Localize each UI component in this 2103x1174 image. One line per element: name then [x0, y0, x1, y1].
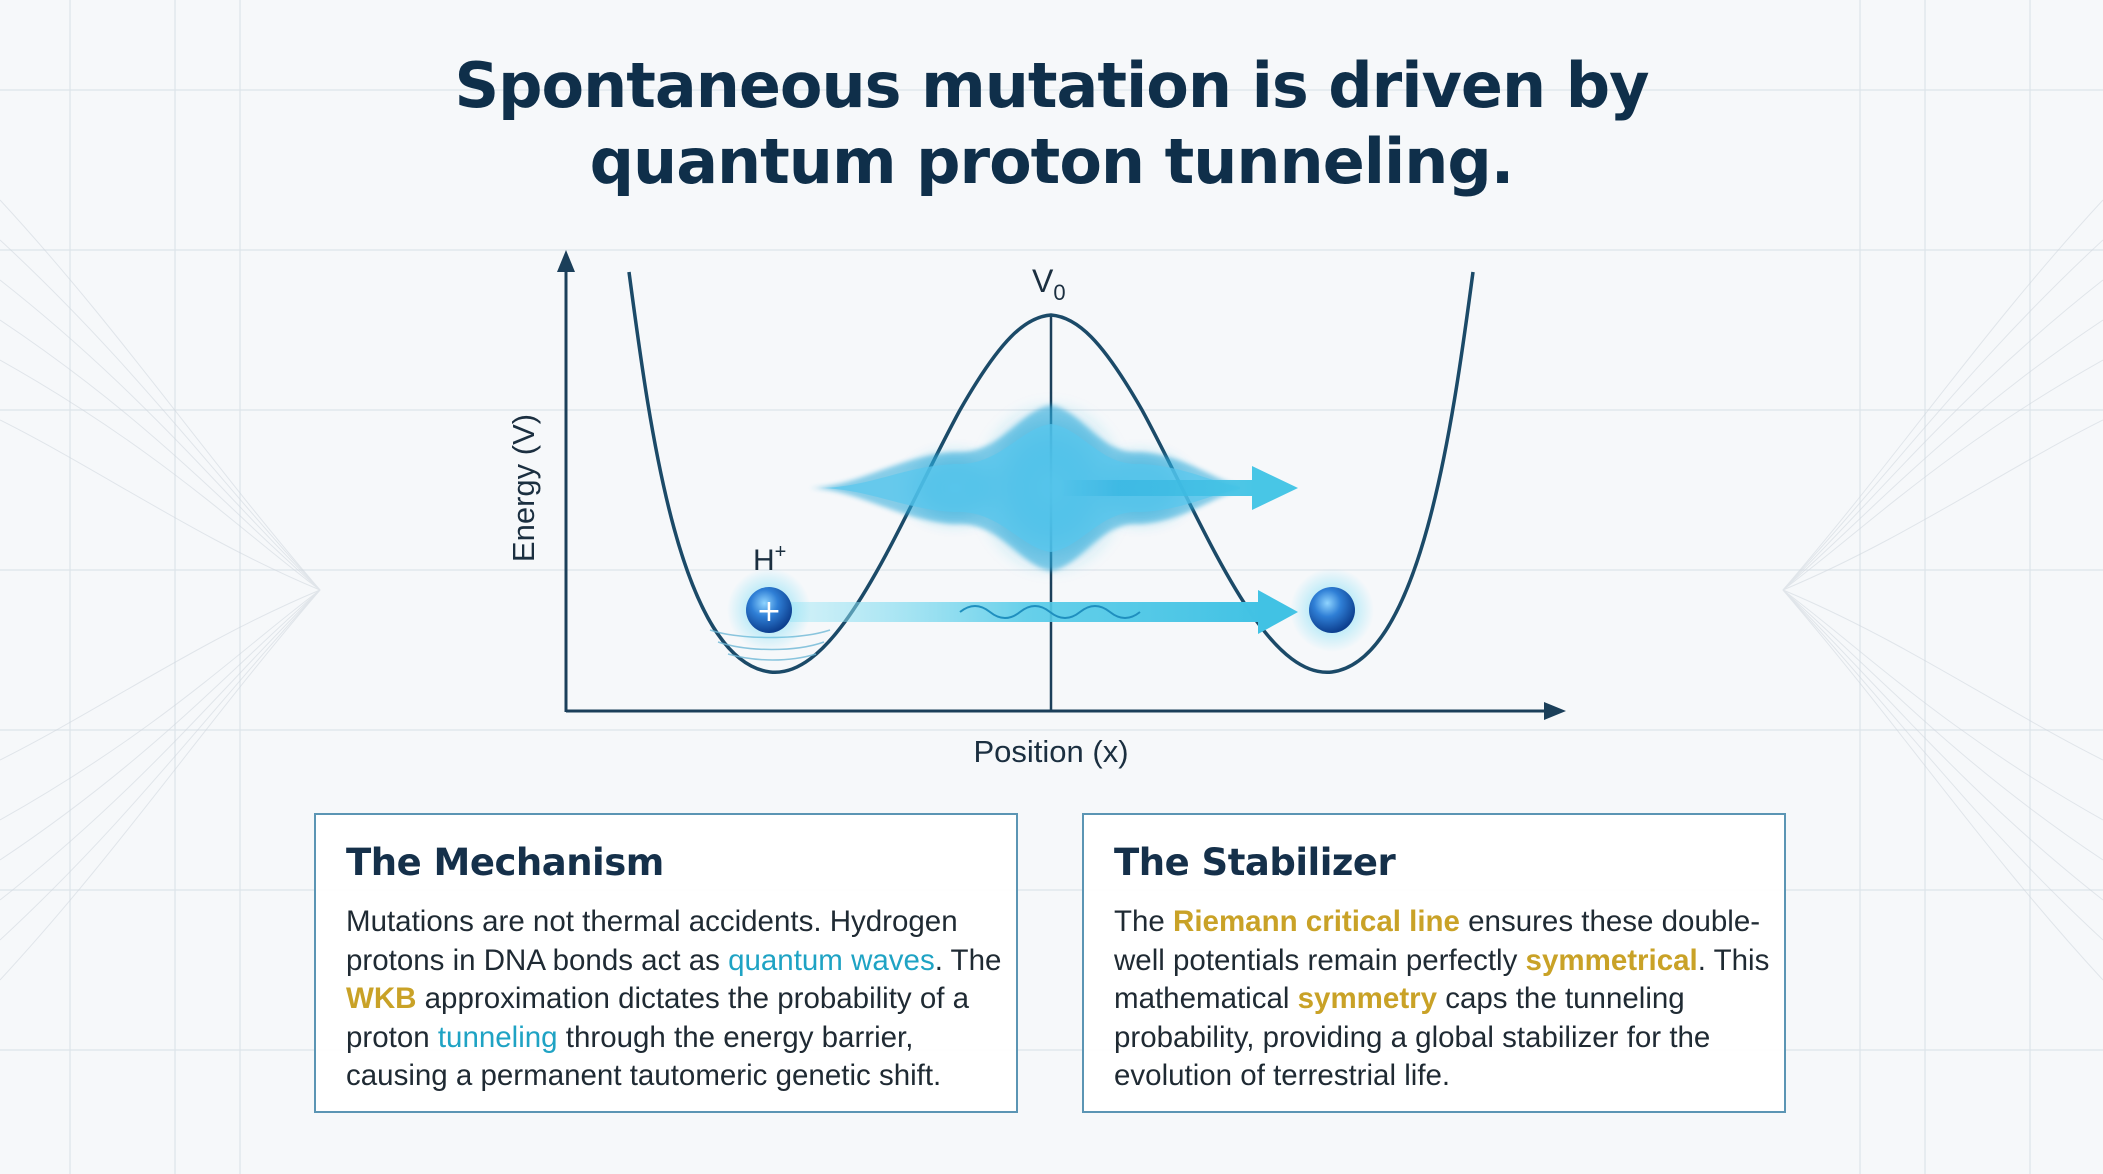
- wave-packet-arrow-shaft: [1060, 480, 1255, 496]
- page-title: Spontaneous mutation is driven by quantu…: [0, 48, 2103, 200]
- keyword-riemann-critical-line: Riemann critical line: [1173, 905, 1460, 938]
- proton-left: [746, 587, 792, 633]
- stabilizer-body: The Riemann critical line ensures these …: [1114, 903, 1786, 1096]
- barrier-label: V0: [1032, 263, 1066, 305]
- tunneling-wave-squiggle: [959, 605, 1141, 619]
- tunneling-arrow-shaft: [790, 602, 1265, 622]
- mechanism-text-1: Mutations are not thermal accidents. Hyd…: [346, 905, 958, 977]
- y-axis-arrowhead: [557, 250, 575, 272]
- background-wave-mesh-right: [1782, 199, 2103, 981]
- title-line-2: quantum proton tunneling.: [589, 125, 1515, 198]
- proton-right: [1309, 587, 1355, 633]
- wave-packet-arrowhead: [1252, 466, 1298, 510]
- stabilizer-text-4: caps the tunneling probability, providin…: [1114, 982, 1711, 1092]
- keyword-tunneling: tunneling: [437, 1020, 558, 1054]
- stabilizer-card: The Stabilizer The Riemann critical line…: [1082, 813, 1786, 1113]
- y-axis-label: Energy (V): [506, 414, 541, 562]
- proton-label: H+: [753, 541, 786, 577]
- stabilizer-text-3: . This mathematical: [1114, 943, 1770, 1016]
- mechanism-text-3: approximation dictates the probability o…: [346, 982, 970, 1054]
- keyword-symmetrical: symmetrical: [1525, 943, 1698, 977]
- keyword-quantum-waves: quantum waves: [728, 943, 935, 977]
- mechanism-body: Mutations are not thermal accidents. Hyd…: [346, 903, 1018, 1096]
- background-wave-mesh-left: [0, 199, 321, 981]
- proton-plus-symbol: +: [756, 594, 781, 629]
- mechanism-heading: The Mechanism: [346, 841, 664, 884]
- stabilizer-text-2: ensures these double-well potentials rem…: [1114, 905, 1761, 977]
- x-axis-arrowhead: [1544, 702, 1566, 720]
- mechanism-card: The Mechanism Mutations are not thermal …: [314, 813, 1018, 1113]
- keyword-wkb: WKB: [346, 982, 417, 1015]
- mechanism-text-2: . The: [934, 943, 1002, 977]
- tunneling-arrowhead: [1258, 590, 1298, 634]
- stabilizer-text-1: The: [1114, 905, 1174, 938]
- keyword-symmetry: symmetry: [1297, 982, 1438, 1015]
- x-axis-label: Position (x): [973, 734, 1128, 769]
- mechanism-text-4: through the energy barrier, causing a pe…: [346, 1020, 942, 1093]
- title-line-1: Spontaneous mutation is driven by: [454, 49, 1649, 122]
- stabilizer-heading: The Stabilizer: [1114, 841, 1396, 884]
